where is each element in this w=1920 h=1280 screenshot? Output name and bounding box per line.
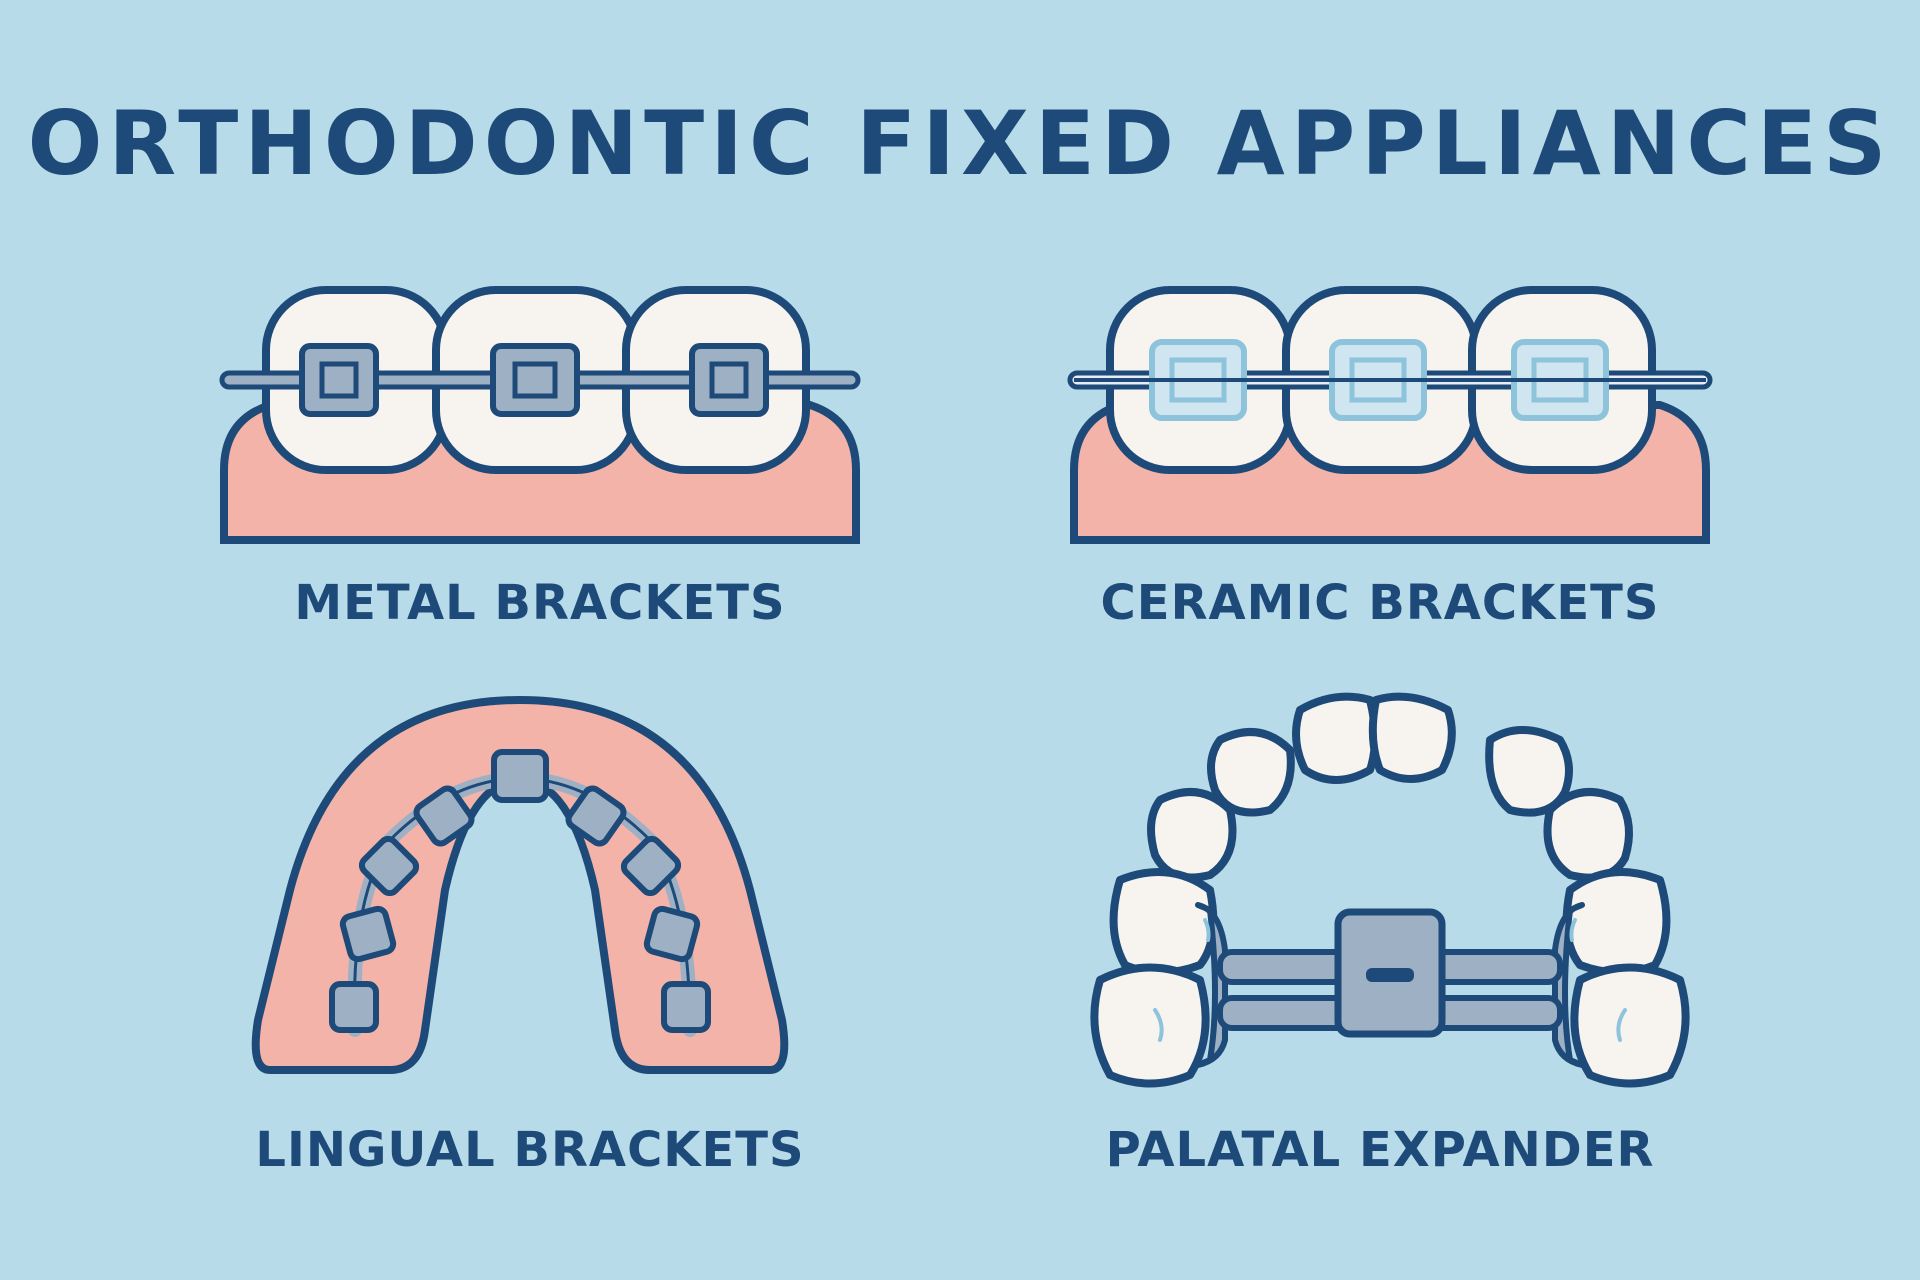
expander-screw (1334, 908, 1446, 1038)
palatal-expander-label: PALATAL EXPANDER (1105, 1122, 1655, 1178)
palate-arch (251, 696, 789, 1074)
lingual-bracket (329, 749, 711, 1033)
ceramic-brackets-illustration (1067, 286, 1713, 544)
metal-brackets-illustration (219, 286, 861, 544)
page-title: ORTHODONTIC FIXED APPLIANCES (27, 92, 1893, 195)
metal-bracket (490, 343, 580, 417)
metal-brackets-label: METAL BRACKETS (294, 575, 786, 631)
metal-bracket (689, 343, 769, 417)
lingual-brackets-label: LINGUAL BRACKETS (255, 1122, 805, 1178)
lingual-brackets-illustration (251, 696, 789, 1074)
ceramic-brackets-label: CERAMIC BRACKETS (1100, 575, 1660, 631)
tooth (1090, 692, 1690, 1088)
metal-bracket (299, 343, 379, 417)
palatal-expander-illustration (1090, 692, 1690, 1088)
